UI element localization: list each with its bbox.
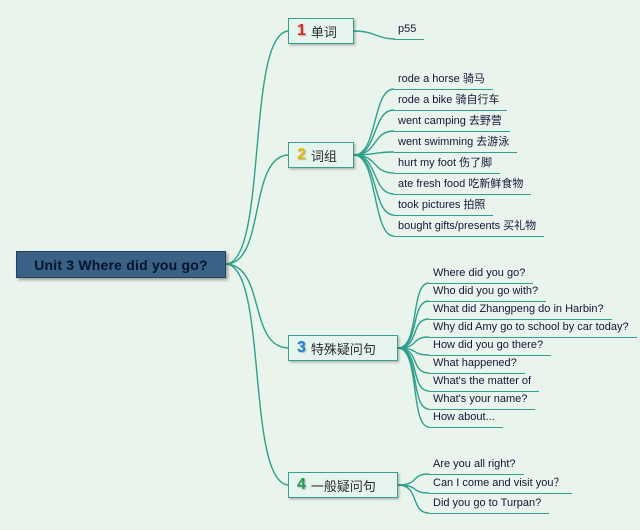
branch-number: 3: [297, 339, 306, 356]
leaf-item: What happened?: [429, 354, 525, 374]
leaf-item: Can I come and visit you？: [429, 474, 573, 494]
leaf-item: What did Zhangpeng do in Harbin?: [429, 300, 612, 320]
leaf-item: took pictures 拍照: [394, 196, 494, 216]
leaf-item: Why did Amy go to school by car today?: [429, 318, 637, 338]
branch-number: 1: [297, 22, 306, 39]
branch-node-phrases: 2 词组: [288, 142, 354, 168]
leaf-item: went swimming 去游泳: [394, 133, 518, 153]
branch-label: 单词: [310, 24, 337, 40]
branch-label: 一般疑问句: [310, 478, 376, 494]
branch-number: 4: [297, 476, 306, 493]
leaf-item: What's your name?: [429, 390, 536, 410]
branch-node-special-questions: 3 特殊疑问句: [288, 335, 398, 361]
leaf-item: hurt my foot 伤了脚: [394, 154, 501, 174]
branch-number: 2: [297, 146, 306, 163]
leaf-item: Did you go to Turpan?: [429, 494, 550, 514]
leaf-item: p55: [394, 20, 425, 40]
leaf-item: rode a horse 骑马: [394, 70, 493, 90]
root-node: Unit 3 Where did you go?: [16, 251, 226, 278]
branch-node-general-questions: 4 一般疑问句: [288, 472, 398, 498]
leaf-item: bought gifts/presents 买礼物: [394, 217, 545, 237]
leaf-item: How did you go there?: [429, 336, 552, 356]
leaf-item: How about...: [429, 408, 503, 428]
leaf-item: Where did you go?: [429, 264, 534, 284]
leaf-item: ate fresh food 吃新鲜食物: [394, 175, 532, 195]
branch-label: 特殊疑问句: [310, 341, 376, 357]
leaf-item: What's the matter of: [429, 372, 540, 392]
root-node-label: Unit 3 Where did you go?: [34, 256, 208, 273]
leaf-item: rode a bike 骑自行车: [394, 91, 508, 111]
leaf-item: Who did you go with?: [429, 282, 547, 302]
branch-label: 词组: [310, 148, 337, 164]
branch-node-words: 1 单词: [288, 18, 354, 44]
leaf-item: went camping 去野营: [394, 112, 510, 132]
leaf-item: Are you all right?: [429, 455, 524, 475]
